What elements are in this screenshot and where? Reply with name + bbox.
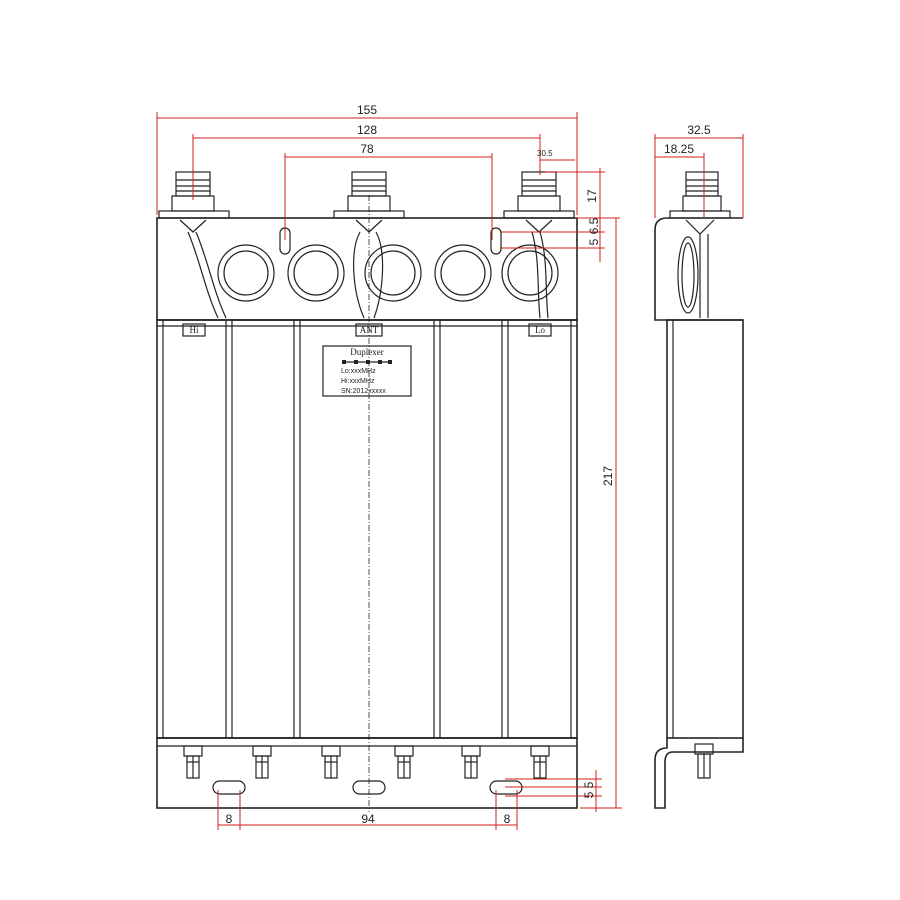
port-label-ant: ANT [360,325,379,335]
dim-mount-5b-label: 5 [582,791,596,798]
dim-mount-5a-label: 5 [582,781,596,788]
port-label-hi-box [182,323,206,337]
dim-155-label: 155 [357,103,377,117]
coil-loops [187,231,559,319]
connector-lo [503,171,575,233]
tuning-screw [461,745,481,779]
dim-78-label: 78 [360,142,374,156]
dim-mount-slot: 5 5 [505,770,602,812]
nameplate-sn: SN:2012xxxxx [341,388,386,395]
dim-side-connector: 18.25 [655,142,705,218]
nameplate-lo: Lo:xxxMHz [341,368,376,375]
bottom-plate [156,737,578,809]
dim-94-label: 94 [361,812,375,826]
dim-32-5-label: 32.5 [687,123,711,137]
mount-slot-center [352,780,386,795]
tuning-screw [183,745,203,779]
port-label-ant-box [355,323,383,337]
port-label-lo: Lo [535,325,545,335]
mount-slot-left [212,780,246,795]
nameplate-port-symbol [342,360,392,364]
dim-128-label: 128 [357,123,377,137]
port-label-lo-box [528,323,552,337]
connector-ant [333,171,405,233]
nameplate: Duplexer Lo:xxxMHz Hi:xxxMHz SN:2012xxxx… [322,345,412,397]
dim-17-label: 17 [585,189,599,203]
dim-8-right-label: 8 [504,812,511,826]
dim-overall-width: 155 [156,103,578,215]
tuning-screw [252,745,272,779]
tuning-screw [394,745,414,779]
cavity-dividers [157,320,577,738]
dim-18-25-label: 18.25 [664,142,694,156]
tuning-screws [183,745,550,779]
nameplate-hi: Hi:xxxMHz [341,378,375,385]
dim-connector-outer: 128 [192,123,541,200]
dim-30-5-label: 30.5 [537,149,553,158]
dim-connector-offset: 30.5 [537,149,575,161]
side-view [654,171,744,809]
dim-mount-spacing: 8 94 8 [217,790,518,830]
dim-8-left-label: 8 [226,812,233,826]
port-label-hi: Hi [190,325,199,335]
dim-overall-height: 217 [580,218,622,809]
dim-5-label: 5 [587,238,601,245]
dim-6-5-label: 6.5 [587,217,601,234]
dim-217-label: 217 [601,466,615,486]
dim-connector-height: 17 6.5 5 [500,168,620,262]
tuning-screw [321,745,341,779]
dim-side-depth: 32.5 [654,123,744,218]
nameplate-title: Duplexer [350,347,384,357]
dim-connector-inner: 78 [284,142,493,240]
header-slot-right [490,227,502,255]
connector-hi [158,171,230,233]
tuning-screw [530,745,550,779]
